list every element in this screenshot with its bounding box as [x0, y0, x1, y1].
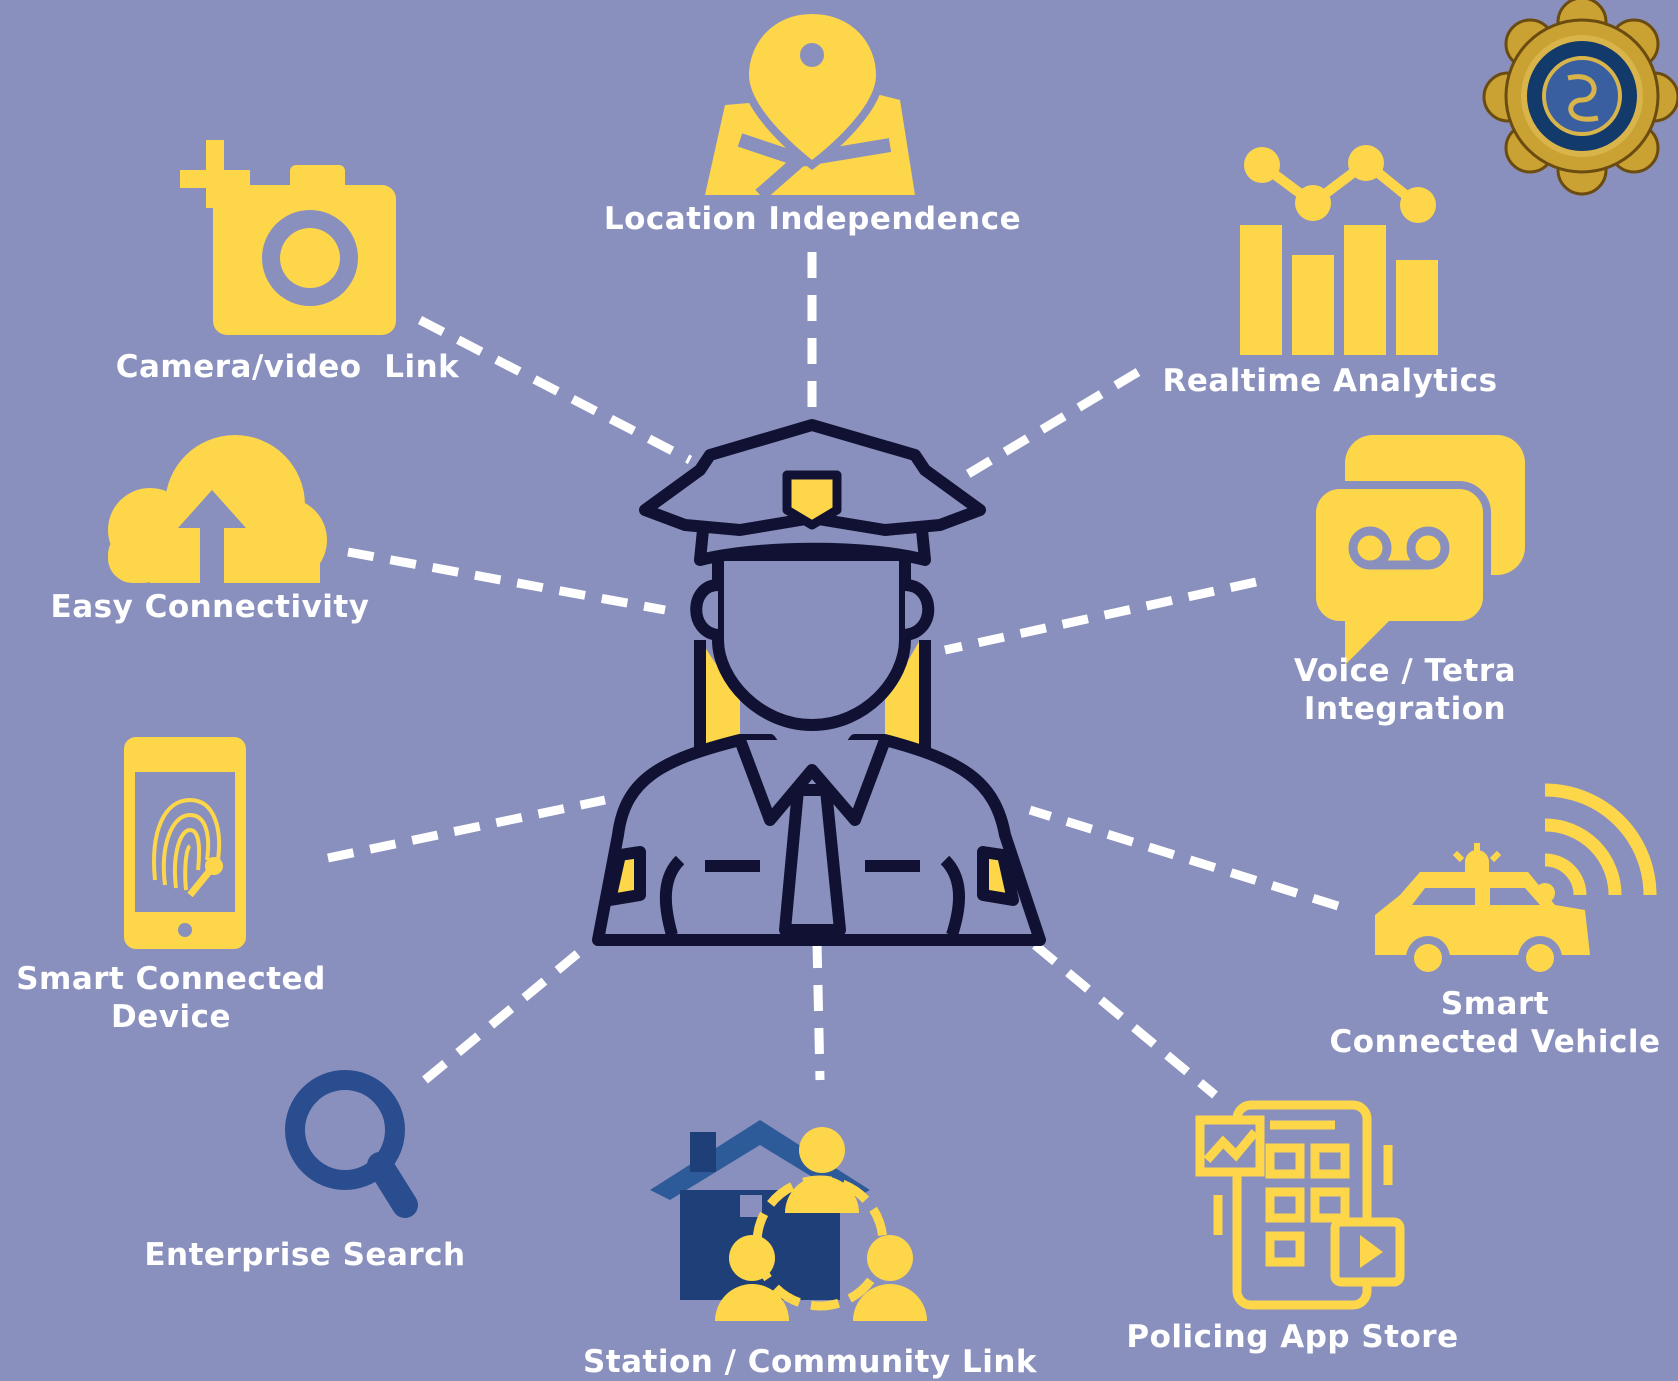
label-line-1: Voice / Tetra: [1293, 653, 1517, 689]
fingerprint-phone-icon: [124, 737, 246, 949]
label-text: Easy Connectivity: [50, 589, 370, 625]
garda-badge-icon: [1482, 0, 1678, 196]
house-community-icon: [650, 1120, 927, 1321]
label-text: Policing App Store: [1126, 1319, 1459, 1355]
label-voice-tetra-integration: Voice / Tetra Integration: [1270, 652, 1540, 728]
label-policing-app-store: Policing App Store: [1125, 1318, 1460, 1356]
label-text: Enterprise Search: [144, 1237, 466, 1273]
police-car-icon: [1375, 783, 1657, 980]
connectors: [327, 252, 1340, 1099]
label-line-2: Integration: [1303, 691, 1507, 727]
label-text: Realtime Analytics: [1162, 363, 1498, 399]
connector-station-community-link: [812, 941, 825, 1081]
voicemail-chat-icon: [1308, 435, 1525, 665]
app-store-icon: [1195, 1100, 1405, 1310]
connector-policing-app-store: [1032, 941, 1218, 1099]
label-smart-connected-device: Smart Connected Device: [10, 960, 332, 1036]
label-text: Camera/video Link: [115, 349, 460, 385]
label-text: Station / Community Link: [582, 1344, 1038, 1380]
connector-easy-connectivity: [347, 547, 666, 615]
label-smart-connected-vehicle: Smart Connected Vehicle: [1325, 985, 1665, 1061]
connector-camera-video-link: [417, 316, 693, 464]
connector-realtime-analytics: [955, 368, 1141, 484]
label-line-2: Connected Vehicle: [1329, 1024, 1661, 1060]
search-icon: [285, 1070, 418, 1218]
cloud-upload-icon: [108, 435, 327, 583]
connector-enterprise-search: [422, 941, 591, 1084]
connector-voice-tetra-integration: [944, 577, 1257, 655]
bar-chart-icon: [1240, 145, 1438, 355]
label-line-2: Device: [111, 999, 231, 1035]
connector-smart-connected-vehicle: [1028, 805, 1340, 911]
label-easy-connectivity: Easy Connectivity: [40, 588, 380, 626]
label-enterprise-search: Enterprise Search: [135, 1236, 475, 1274]
label-camera-video-link: Camera/video Link: [100, 348, 475, 386]
connector-smart-connected-device: [327, 795, 606, 863]
label-station-community-link: Station / Community Link: [560, 1343, 1060, 1381]
label-line-1: Smart Connected: [16, 961, 326, 997]
label-line-1: Smart: [1440, 986, 1550, 1022]
label-realtime-analytics: Realtime Analytics: [1150, 362, 1510, 400]
label-text: Location Independence: [603, 201, 1022, 237]
camera-plus-icon: [180, 140, 396, 335]
label-location-independence: Location Independence: [560, 200, 1065, 238]
police-officer-icon: [592, 419, 1046, 946]
map-pin-icon: [705, 5, 915, 201]
